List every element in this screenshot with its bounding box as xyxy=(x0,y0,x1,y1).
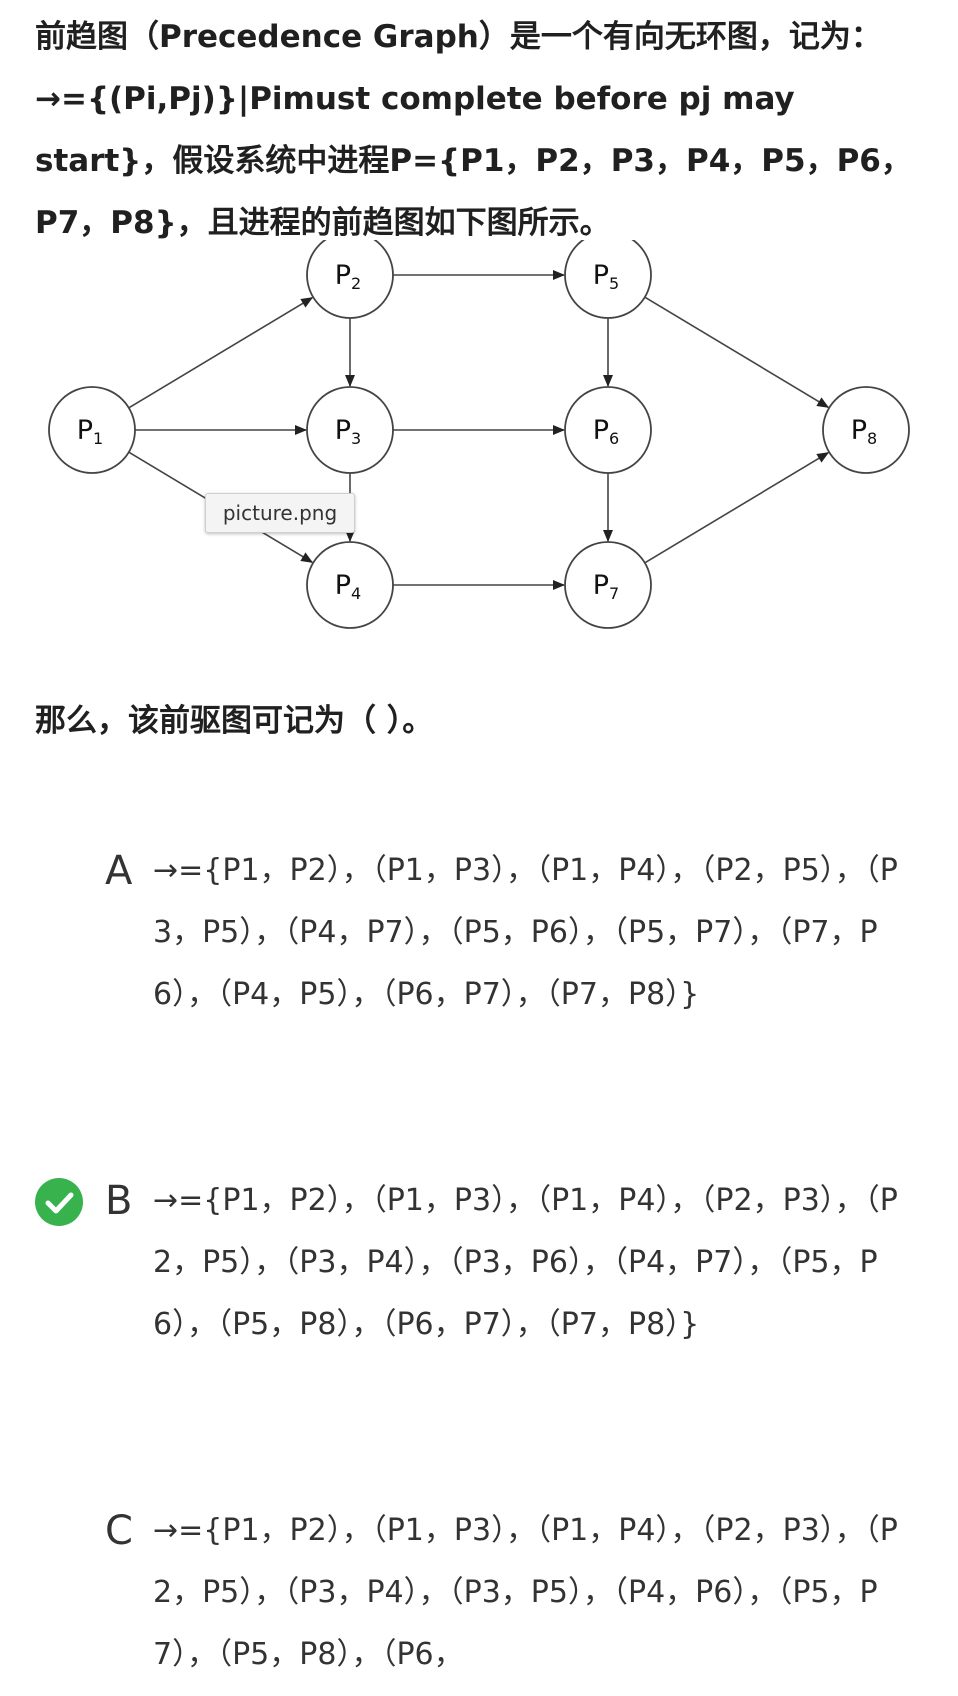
node-label: P2 xyxy=(335,260,361,293)
option-letter: C xyxy=(105,1508,133,1554)
option-text: →={P1，P2），（P1，P3），（P1，P4），（P2，P5），（P3，P5… xyxy=(153,853,898,1012)
edge-p1-p2 xyxy=(128,296,314,409)
node-circle xyxy=(306,386,394,474)
edge-p5-p8 xyxy=(644,296,830,409)
node-circle xyxy=(306,541,394,629)
node-p4: P4 xyxy=(306,541,394,629)
node-label: P5 xyxy=(593,260,619,293)
option-text: →={P1，P2），（P1，P3），（P1，P4），（P2，P3），（P2，P5… xyxy=(153,1513,898,1672)
node-label: P8 xyxy=(851,415,877,448)
edge-p7-p8 xyxy=(644,451,830,564)
option-c[interactable]: C →={P1，P2），（P1，P3），（P1，P4），（P2，P3），（P2，… xyxy=(35,1500,925,1696)
option-letter: B xyxy=(105,1178,133,1224)
node-p2: P2 xyxy=(306,240,394,319)
question-prompt: 那么，该前驱图可记为（ ）。 xyxy=(35,703,434,739)
node-label: P6 xyxy=(593,415,619,448)
node-circle xyxy=(564,386,652,474)
node-p7: P7 xyxy=(564,541,652,629)
node-circle xyxy=(564,240,652,319)
node-circle xyxy=(564,541,652,629)
node-p6: P6 xyxy=(564,386,652,474)
option-text: →={P1，P2），（P1，P3），（P1，P4），（P2，P3），（P2，P5… xyxy=(153,1183,898,1342)
node-label: P7 xyxy=(593,570,619,603)
node-p3: P3 xyxy=(306,386,394,474)
node-label: P4 xyxy=(335,570,361,603)
node-label: P3 xyxy=(335,415,361,448)
node-circle xyxy=(822,386,910,474)
option-b[interactable]: B →={P1，P2），（P1，P3），（P1，P4），（P2，P3），（P2，… xyxy=(35,1170,925,1420)
node-p1: P1 xyxy=(48,386,136,474)
node-p5: P5 xyxy=(564,240,652,319)
node-p8: P8 xyxy=(822,386,910,474)
node-circle xyxy=(48,386,136,474)
correct-check-icon xyxy=(35,1178,83,1226)
node-label: P1 xyxy=(77,415,103,448)
image-tooltip: picture.png xyxy=(205,493,355,533)
node-circle xyxy=(306,240,394,319)
question-text: 前趋图（Precedence Graph）是一个有向无环图，记为：→={(Pi,… xyxy=(35,19,912,241)
option-letter: A xyxy=(105,848,133,894)
option-a[interactable]: A →={P1，P2），（P1，P3），（P1，P4），（P2，P5），（P3，… xyxy=(35,840,925,1090)
